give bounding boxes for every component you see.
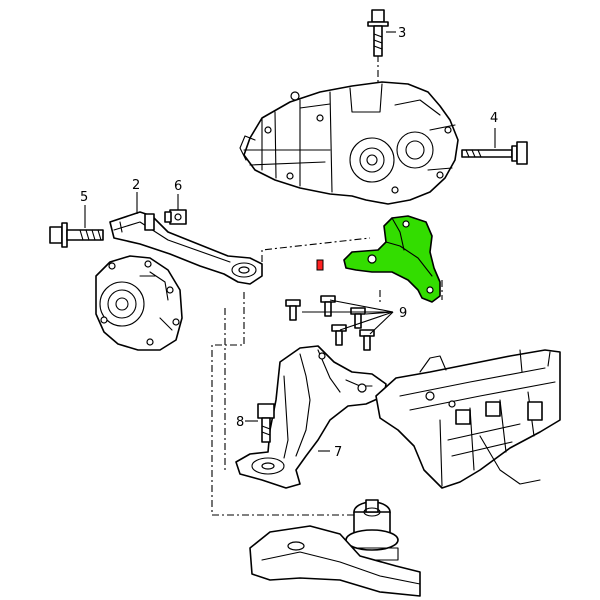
highlight-marker-icon	[316, 259, 324, 271]
bolt-5	[49, 222, 104, 248]
bolts-9	[285, 295, 375, 351]
bolt-3	[367, 9, 389, 57]
callout-5: 5	[80, 190, 88, 205]
bolt-8	[257, 403, 275, 443]
bolt-9-e	[359, 329, 375, 351]
bolt-9-b	[320, 295, 336, 317]
cross-member	[249, 525, 421, 597]
callout-2: 2	[132, 178, 140, 193]
bolt-9-d	[331, 324, 347, 346]
callout-labels: 3 4 5 2 6 9 8 7	[80, 26, 498, 460]
nut-6	[164, 209, 187, 225]
rubber-engine-mount	[345, 499, 399, 561]
callout-6: 6	[174, 179, 182, 194]
leader-lines	[84, 31, 496, 452]
engine-housing	[95, 255, 183, 351]
bolt-9-a	[285, 299, 301, 321]
highlighted-gearbox-bracket[interactable]	[316, 215, 441, 303]
transmission-housing	[239, 81, 459, 205]
callout-9: 9	[399, 306, 407, 321]
bracket-7	[235, 345, 387, 489]
callout-8: 8	[236, 415, 244, 430]
bracket-2	[109, 211, 263, 285]
callout-4: 4	[490, 111, 498, 126]
bolt-4	[461, 141, 528, 165]
callout-3: 3	[398, 26, 406, 41]
callout-7: 7	[334, 445, 342, 460]
bolt-9-c	[350, 307, 366, 329]
chassis-subframe	[375, 349, 561, 489]
